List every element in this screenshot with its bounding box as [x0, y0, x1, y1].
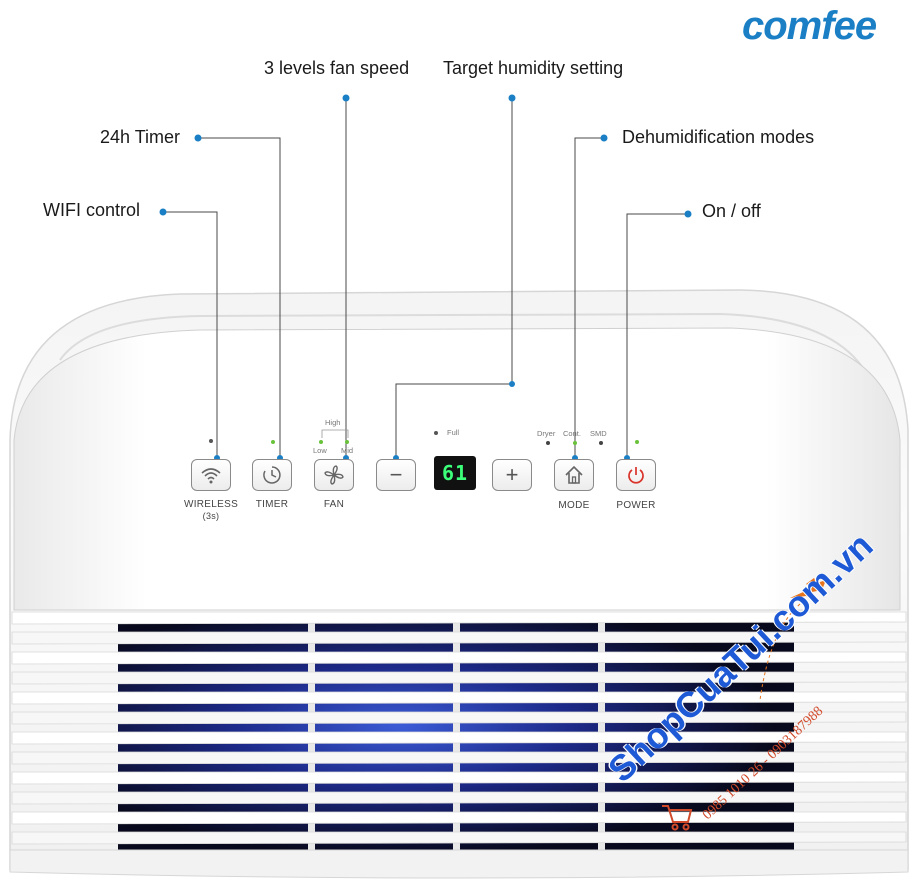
brand-logo: comfee	[742, 4, 877, 48]
callout-fan-speed: 3 levels fan speed	[264, 58, 410, 78]
grille-slat	[11, 711, 907, 725]
grille-divider	[308, 612, 315, 850]
humidity-display: 61	[434, 456, 476, 490]
power-icon	[628, 467, 644, 484]
timer-led	[271, 440, 275, 444]
mode-cont-label: Cont.	[563, 429, 581, 438]
timer-label: TIMER	[255, 499, 289, 510]
full-led	[434, 431, 438, 435]
fan-button[interactable]	[314, 459, 354, 491]
grille-slat	[11, 791, 907, 805]
grille-divider	[598, 612, 605, 850]
mode-cont-led	[573, 441, 577, 445]
wireless-label: WIRELESS	[183, 499, 239, 510]
callout-power: On / off	[702, 201, 761, 221]
full-label: Full	[447, 428, 460, 437]
grille-slat	[11, 691, 907, 705]
mode-smd-label: SMD	[590, 429, 607, 438]
grille-slat	[11, 651, 907, 665]
wireless-button[interactable]	[191, 459, 231, 491]
wireless-led	[209, 439, 213, 443]
grille-slat	[11, 751, 907, 765]
fan-icon	[324, 465, 344, 485]
home-icon	[565, 465, 583, 484]
fan-mid-led	[345, 440, 349, 444]
grille-slat	[11, 811, 907, 825]
fan-high-label: High	[325, 418, 341, 427]
mode-dryer-label: Dryer	[537, 429, 556, 438]
callout-timer: 24h Timer	[100, 127, 181, 147]
wireless-sublabel: (3s)	[202, 511, 220, 521]
plus-icon: +	[505, 462, 519, 487]
top-rim	[59, 312, 871, 381]
mode-dryer-led	[546, 441, 550, 445]
power-button[interactable]	[616, 459, 656, 491]
timer-button[interactable]	[252, 459, 292, 491]
mode-smd-led	[599, 441, 603, 445]
grille-slat	[11, 611, 907, 625]
airplane-icon	[790, 578, 826, 600]
fan-bracket	[321, 429, 349, 438]
callout-modes: Dehumidification modes	[622, 127, 815, 147]
grille-slat	[11, 731, 907, 745]
base	[9, 849, 909, 879]
mode-button[interactable]	[554, 459, 594, 491]
wifi-icon	[201, 468, 221, 484]
cart-icon	[662, 805, 693, 831]
plus-button[interactable]: +	[492, 459, 532, 491]
callout-lines	[163, 98, 688, 458]
fan-low-label: Low	[313, 446, 327, 455]
callout-wifi: WIFI control	[43, 200, 141, 220]
fan-mid-label: Mid	[341, 446, 354, 455]
grille-slat	[11, 771, 907, 785]
grille-slats	[11, 611, 907, 845]
fan-label: FAN	[323, 499, 345, 510]
minus-icon: −	[389, 462, 403, 487]
power-label: POWER	[616, 500, 656, 511]
grille-slat	[11, 631, 907, 645]
clock-icon	[263, 466, 281, 484]
power-led	[635, 440, 639, 444]
airplane-trail	[759, 603, 801, 701]
mode-label: MODE	[558, 500, 590, 511]
grille-slat	[11, 831, 907, 845]
fan-low-led	[319, 440, 323, 444]
callout-target-humidity: Target humidity setting	[443, 58, 624, 78]
grille-divider	[453, 612, 460, 850]
grille-slat	[11, 671, 907, 685]
minus-button[interactable]: −	[376, 459, 416, 491]
